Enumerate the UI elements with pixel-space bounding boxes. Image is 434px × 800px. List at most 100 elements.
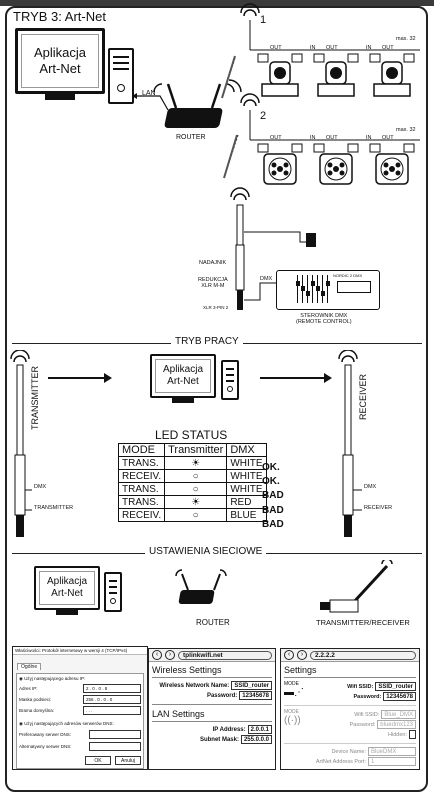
led-off-icon: ○ xyxy=(164,508,228,522)
page-title: TRYB 3: Art-Net xyxy=(13,9,106,24)
router-mode-icon[interactable]: ▬⋰ xyxy=(284,687,304,698)
led-par-fixture xyxy=(368,142,416,188)
in-label: IN xyxy=(310,45,316,51)
max-label-1: max. 32 xyxy=(396,36,416,42)
device-forward-button[interactable]: › xyxy=(297,650,307,660)
router-label-top: ROUTER xyxy=(176,134,206,141)
subnet-input[interactable]: 255 . 0 . 0 . 0 xyxy=(83,695,141,704)
fader-knob[interactable] xyxy=(295,281,300,286)
network-name-label: Wireless Network Name: xyxy=(159,682,230,689)
router-url-bar[interactable]: tplinkwifi.net xyxy=(178,650,272,660)
cancel-button[interactable]: Anuluj xyxy=(115,756,141,765)
router-label-bottom: ROUTER xyxy=(196,618,230,627)
led-status-title: LED STATUS xyxy=(155,428,228,442)
device-password-input[interactable]: 12345678 xyxy=(383,692,416,701)
out-label: OUT xyxy=(270,135,282,141)
fader-knob[interactable] xyxy=(300,286,305,291)
dmx-label-top: DMX xyxy=(260,276,273,282)
ip-address-input[interactable]: 2 . 0 . 0 . 8 xyxy=(83,684,141,693)
mode-label-1: MODE xyxy=(284,681,299,687)
ip-dialog-title: Właściwości: Protokół internetowy w wers… xyxy=(13,647,147,655)
app-label-bottom: Aplikacja Art-Net xyxy=(39,571,95,605)
hidden-checkbox[interactable] xyxy=(409,730,416,739)
radio-use-dns[interactable]: ◉ xyxy=(19,721,25,726)
device-url-bar[interactable]: 2.2.2.2 xyxy=(310,650,416,660)
fader-knob[interactable] xyxy=(305,291,310,296)
dmx-controller: NORDIC 2 DMX xyxy=(276,270,380,310)
controller-faders xyxy=(295,275,333,305)
dmx-label-right: DMX xyxy=(364,484,377,490)
fader-track xyxy=(312,275,313,303)
router-password-input[interactable]: 12345678 xyxy=(239,691,272,700)
transmitter-receiver-icon xyxy=(320,560,393,613)
fader-knob[interactable] xyxy=(320,291,325,296)
out-label: OUT xyxy=(326,45,338,51)
wifi-ssid2-input[interactable]: Blue_DMX xyxy=(381,710,416,719)
receiver-vertical-label: RECEIVER xyxy=(358,373,368,420)
radio-use-ip[interactable]: ◉ xyxy=(19,676,25,681)
fader-knob[interactable] xyxy=(310,281,315,286)
led-mode-cell: RECEIV. xyxy=(117,469,166,483)
led-par-fixture xyxy=(256,142,304,188)
in-label: IN xyxy=(310,135,316,141)
device-web-page: ‹ › 2.2.2.2 Settings MODE ▬⋰ Wifi SSID: S… xyxy=(280,648,420,770)
transmitter-receiver-label: TRANSMITTER/RECEIVER xyxy=(316,618,410,627)
led-status-result: OK. xyxy=(262,462,280,473)
settings-title: Settings xyxy=(284,665,317,675)
led-off-icon: ○ xyxy=(164,469,228,483)
controller-brand: NORDIC 2 DMX xyxy=(333,273,363,278)
ap-mode-icon[interactable]: ((·)) xyxy=(284,715,301,726)
chain-number-2: 2 xyxy=(260,110,267,122)
artnet-port-input[interactable]: 1 xyxy=(368,757,416,766)
led-mode-cell: TRANS. xyxy=(117,482,166,496)
computer-tower-middle xyxy=(221,360,239,400)
computer-tower-bottom xyxy=(104,572,122,612)
router-ip-label: IP Address: xyxy=(212,726,246,733)
forward-button[interactable]: › xyxy=(165,650,175,660)
fader-track xyxy=(327,275,328,303)
network-name-input[interactable]: SSID_router xyxy=(231,681,272,690)
led-par-fixture xyxy=(312,142,360,188)
led-status-result: OK. xyxy=(262,476,280,488)
top-diagram-lines xyxy=(132,3,420,310)
router-web-page: ‹ › tplinkwifi.net Wireless Settings Wir… xyxy=(148,648,276,770)
gateway-input[interactable]: . . . xyxy=(83,706,141,715)
device-back-button[interactable]: ‹ xyxy=(284,650,294,660)
pref-dns-label: Preferowany serwer DNS: xyxy=(19,732,72,737)
mode-label-2: MODE xyxy=(284,709,299,715)
led-dmx-cell: WHITE xyxy=(226,469,267,483)
alt-dns-input[interactable] xyxy=(89,742,141,751)
monitor-stand-bottom xyxy=(56,610,78,615)
ip-address-label: Adres IP: xyxy=(19,686,38,691)
back-button[interactable]: ‹ xyxy=(152,650,162,660)
artnet-port-label: ArtNet Address Port: xyxy=(315,758,366,765)
pref-dns-input[interactable] xyxy=(89,730,141,739)
fader-knob[interactable] xyxy=(315,286,320,291)
use-dns-label: Użyj następujących adresów serwerów DNS: xyxy=(24,721,114,726)
password2-input[interactable]: bluedmx123 xyxy=(377,720,416,729)
lan-settings-title: LAN Settings xyxy=(152,709,205,719)
use-ip-label: Użyj następującego adresu IP: xyxy=(24,676,86,681)
led-mode-cell: RECEIV. xyxy=(117,508,166,522)
moving-head-fixture xyxy=(312,52,360,98)
out-label: OUT xyxy=(382,135,394,141)
out-label: OUT xyxy=(270,45,282,51)
app-monitor-bottom: Aplikacja Art-Net xyxy=(34,566,100,610)
tab-general[interactable]: Ogólne xyxy=(17,663,42,670)
led-off-icon: ○ xyxy=(164,482,228,496)
ok-button[interactable]: OK xyxy=(85,756,111,765)
device-name-input[interactable]: BlueDMX xyxy=(368,747,416,756)
led-dmx-cell: WHITE xyxy=(226,482,267,496)
fader-knob[interactable] xyxy=(325,281,330,286)
transmitter-vertical-label: TRANSMITTER xyxy=(30,366,40,430)
chain-number-1: 1 xyxy=(260,14,267,26)
in-label: IN xyxy=(366,135,372,141)
ip-dialog: Właściwości: Protokół internetowy w wers… xyxy=(12,646,148,770)
router-mask-input[interactable]: 255.0.0.0 xyxy=(240,735,272,744)
router-ip-input[interactable]: 2.0.0.1 xyxy=(247,725,272,734)
wireless-settings-title: Wireless Settings xyxy=(152,665,222,675)
wifi-ssid-input[interactable]: SSID_router xyxy=(375,682,416,691)
wifi-ssid2-label: Wifi SSID: xyxy=(354,711,380,718)
section-tryb-pracy: TRYB PRACY xyxy=(171,336,243,347)
